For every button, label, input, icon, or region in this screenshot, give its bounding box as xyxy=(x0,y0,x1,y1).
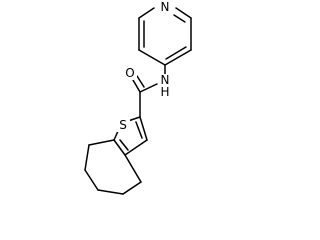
bond-thiophene-c7a-c3a-double xyxy=(119,139,129,151)
bond-pyridine-6-double xyxy=(173,14,186,23)
pyridine-ring xyxy=(138,7,192,66)
atom-label-n-pyridine: N xyxy=(158,0,172,14)
nitrogen-amide-label: N xyxy=(161,73,170,87)
thiophene-ring xyxy=(113,116,148,156)
bond-thiophene-c3a-c3 xyxy=(124,139,148,156)
bond-ring7-4 xyxy=(97,189,124,195)
nitrogen-pyridine-label: N xyxy=(161,0,170,14)
bond-pyridine-1 xyxy=(138,7,155,19)
oxygen-carbonyl-label: O xyxy=(125,66,134,80)
bond-thiophene-c3-c2 xyxy=(139,116,148,141)
bond-thiophene-c7a-c3a xyxy=(113,139,126,156)
cycloheptane-ring xyxy=(84,139,142,195)
hydrogen-amide-label: H xyxy=(160,85,169,99)
bond-ring7-3 xyxy=(84,169,99,191)
bond-pyridine-4 xyxy=(164,49,192,66)
bond-ring7-6 xyxy=(124,154,142,183)
bond-nh-to-carbonyl-carbon xyxy=(139,83,158,93)
atom-label-sulfur: S xyxy=(116,118,130,132)
bond-carbonyl-c-o-double xyxy=(136,75,145,88)
bond-thiophene-c3-c2-double xyxy=(135,121,143,139)
bond-carbonyl-c-o xyxy=(132,79,141,93)
bond-pyridine-6 xyxy=(175,7,192,19)
bond-pyridine-4-double xyxy=(165,46,187,60)
atom-label-oxygen: O xyxy=(123,66,137,80)
bond-pyridine-3 xyxy=(138,49,166,66)
molecule-structure-diagram: N O N H S xyxy=(84,0,192,195)
atom-label-nh: N H xyxy=(158,73,172,99)
sulfur-thiophene-label: S xyxy=(119,118,127,132)
bond-ring7-5 xyxy=(122,181,142,195)
bond-ring7-2 xyxy=(84,144,90,171)
bond-ring7-1 xyxy=(88,139,115,146)
